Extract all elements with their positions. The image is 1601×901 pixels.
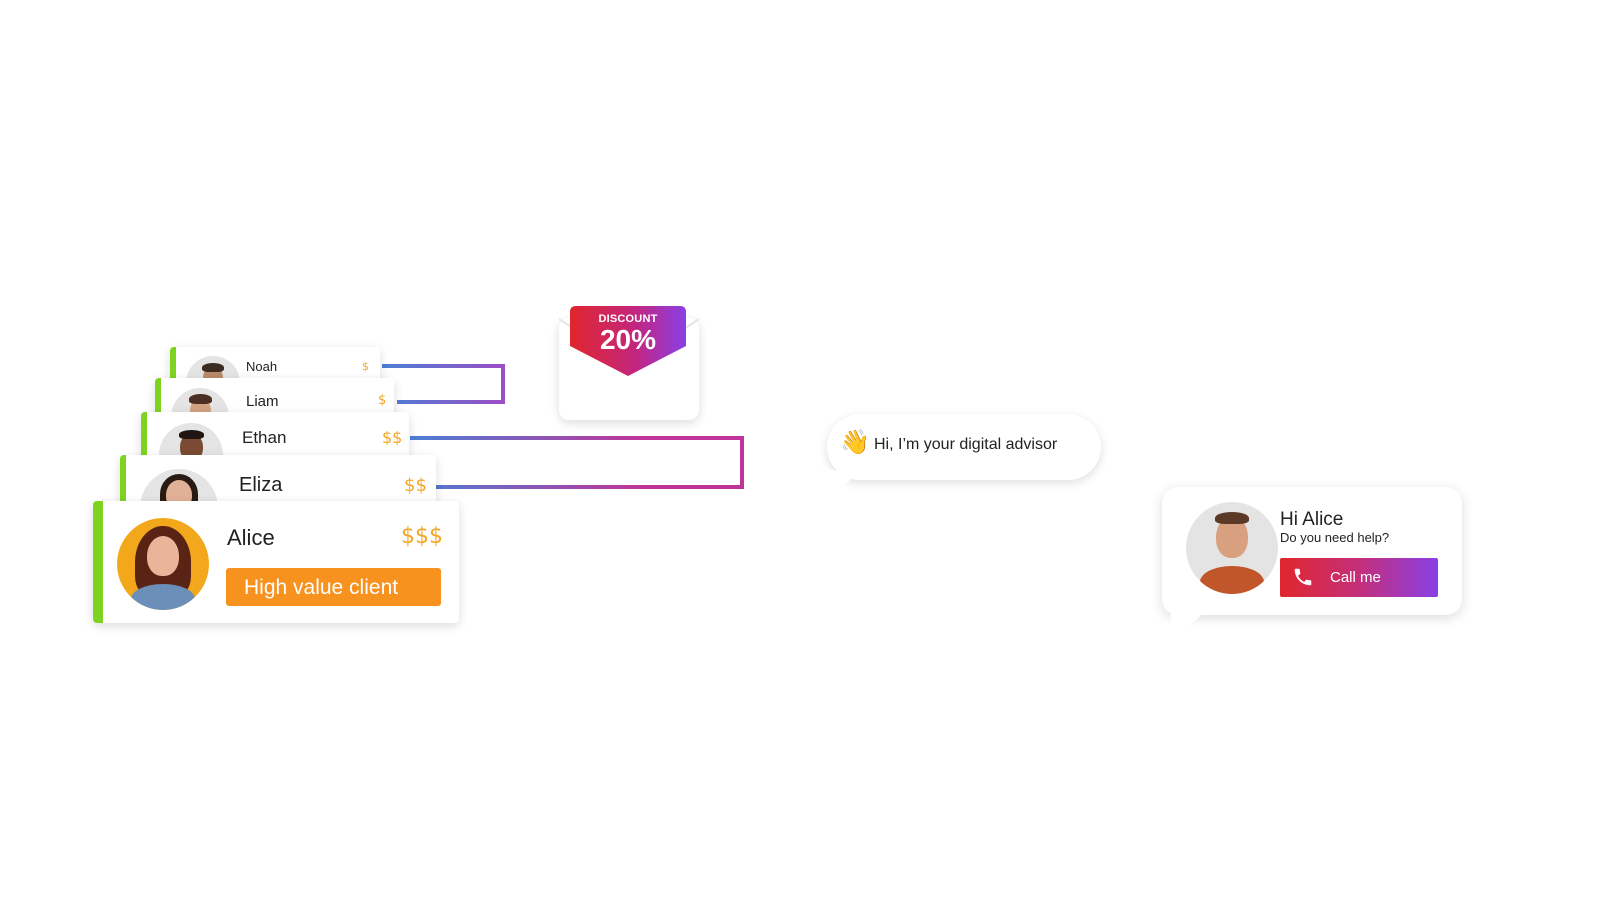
client-tier: $$: [382, 428, 403, 447]
discount-value: 20%: [599, 324, 657, 355]
client-tier: $: [378, 393, 387, 408]
agent-greeting: Hi Alice: [1280, 509, 1344, 530]
connector-discount: [382, 364, 562, 404]
bubble-tail: [820, 468, 854, 493]
avatar-agent: [1186, 502, 1278, 594]
waving-hand-icon: 👋: [840, 429, 870, 456]
client-name: Noah: [246, 359, 278, 374]
high-value-label: High value client: [244, 576, 399, 599]
agent-bubble-tail: [1160, 605, 1206, 636]
high-value-badge: High value client: [226, 568, 441, 606]
client-tier: $$$: [401, 524, 443, 549]
client-name: Liam: [246, 393, 279, 410]
discount-label: DISCOUNT: [598, 313, 658, 325]
client-name: Ethan: [242, 428, 287, 447]
advisor-bubble[interactable]: [827, 414, 1101, 480]
avatar-alice: [117, 518, 209, 610]
phone-icon: [1294, 568, 1312, 586]
call-me-button[interactable]: Call me: [1280, 558, 1438, 597]
advisor-text: Hi, I’m your digital advisor: [874, 436, 1058, 453]
client-name: Alice: [227, 525, 275, 550]
client-tier: $: [362, 360, 369, 373]
call-me-label: Call me: [1330, 569, 1381, 586]
connector-advisor: [410, 436, 830, 489]
client-name: Eliza: [239, 474, 283, 496]
agent-subtitle: Do you need help?: [1280, 530, 1390, 545]
client-tier: $$: [404, 475, 427, 496]
discount-ribbon: [570, 306, 686, 376]
